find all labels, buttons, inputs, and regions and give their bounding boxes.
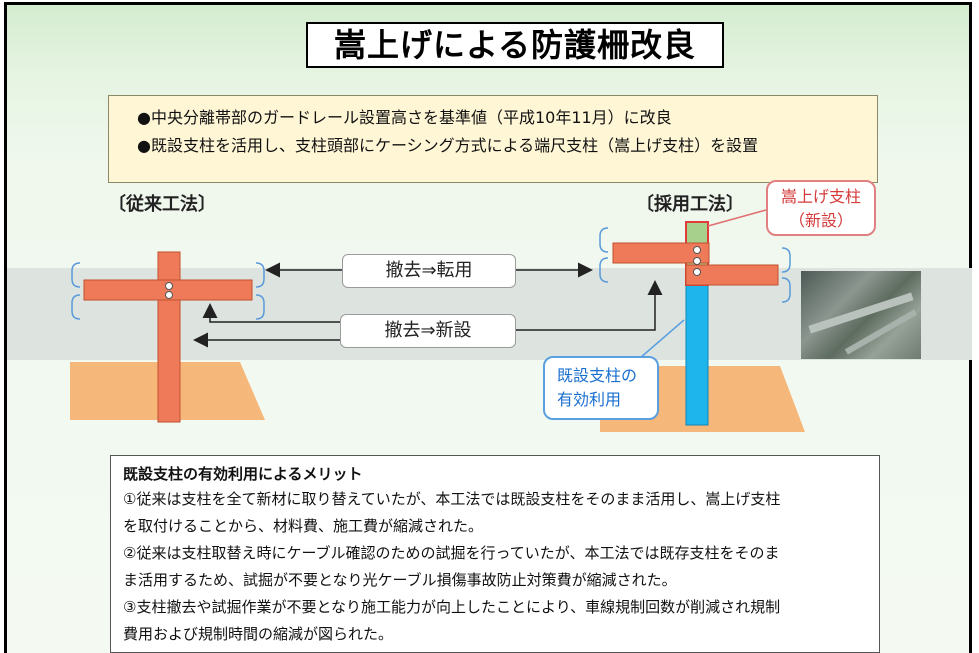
conventional-bolt-2 bbox=[165, 291, 173, 299]
existing-post bbox=[685, 284, 709, 426]
conventional-method-label: 〔従来工法〕 bbox=[108, 194, 216, 215]
adopted-bolt-1 bbox=[693, 246, 701, 254]
existing-post-callout-line2: 有効利用 bbox=[557, 390, 622, 409]
merit-line-6: 費用および規制時間の縮減が図られた。 bbox=[123, 625, 394, 643]
bracket-right-3 bbox=[781, 247, 791, 273]
merit-line-3: ②従来は支柱取替え時にケーブル確認のための試掘を行っていたが、本工法では既存支柱… bbox=[123, 544, 780, 562]
bracket-left-4 bbox=[255, 294, 265, 320]
arrow-renew-left bbox=[202, 303, 340, 323]
merit-line-4: ま活用するため、試掘が不要となり光ケーブル損傷事故防止対策費が縮減された。 bbox=[123, 571, 677, 589]
adopted-rail-lower bbox=[685, 264, 779, 286]
arrow-label-renew: 撤去⇒新設 bbox=[340, 314, 516, 348]
new-post-callout-line1: 嵩上げ支柱 bbox=[780, 187, 861, 206]
adopted-bolt-3 bbox=[693, 268, 701, 276]
summary-bullet-1: ●中央分離帯部のガードレール設置高さを基準値（平成10年11月）に改良 bbox=[137, 108, 672, 127]
bracket-right-1 bbox=[599, 227, 609, 253]
callout-blue-pointer bbox=[639, 319, 685, 359]
callout-red-pointer bbox=[707, 209, 767, 227]
arrow-renew-right bbox=[516, 280, 663, 331]
adopted-method-label: 〔採用工法〕 bbox=[636, 194, 744, 215]
bracket-right-4 bbox=[781, 277, 791, 303]
new-post-callout: 嵩上げ支柱 （新設） bbox=[766, 180, 876, 236]
merit-line-2: を取付けることから、材料費、施工費が縮減された。 bbox=[123, 517, 484, 535]
summary-bullet-2: ●既設支柱を活用し、支柱頭部にケーシング方式による端尺支柱（嵩上げ支柱）を設置 bbox=[137, 136, 759, 155]
conventional-post bbox=[157, 251, 181, 423]
existing-post-callout-line1: 既設支柱の bbox=[557, 366, 638, 385]
photo-rail-1 bbox=[808, 292, 914, 334]
merit-title: 既設支柱の有効利用によるメリット bbox=[123, 465, 363, 483]
new-post-callout-line2: （新設） bbox=[788, 211, 853, 230]
bracket-left-3 bbox=[255, 262, 265, 288]
adopted-bolt-2 bbox=[693, 257, 701, 265]
guardrail-photo bbox=[801, 271, 921, 359]
arrow-label-reuse: 撤去⇒転用 bbox=[342, 254, 516, 288]
merit-box: 既設支柱の有効利用によるメリット ①従来は支柱を全て新材に取り替えていたが、本工… bbox=[110, 455, 880, 653]
summary-box: ●中央分離帯部のガードレール設置高さを基準値（平成10年11月）に改良 ●既設支… bbox=[108, 95, 878, 183]
bracket-left-1 bbox=[71, 262, 81, 288]
adopted-rail-upper bbox=[612, 242, 710, 264]
page-title: 嵩上げによる防護柵改良 bbox=[306, 22, 724, 68]
conventional-rail bbox=[83, 279, 253, 301]
conventional-bolt-1 bbox=[165, 282, 173, 290]
bracket-right-2 bbox=[599, 257, 609, 283]
existing-post-callout: 既設支柱の 有効利用 bbox=[543, 356, 659, 420]
bracket-left-2 bbox=[71, 294, 81, 320]
merit-line-5: ③支柱撤去や試掘作業が不要となり施工能力が向上したことにより、車線規制回数が削減… bbox=[123, 598, 781, 616]
merit-line-1: ①従来は支柱を全て新材に取り替えていたが、本工法では既設支柱をそのまま活用し、嵩… bbox=[123, 490, 781, 508]
